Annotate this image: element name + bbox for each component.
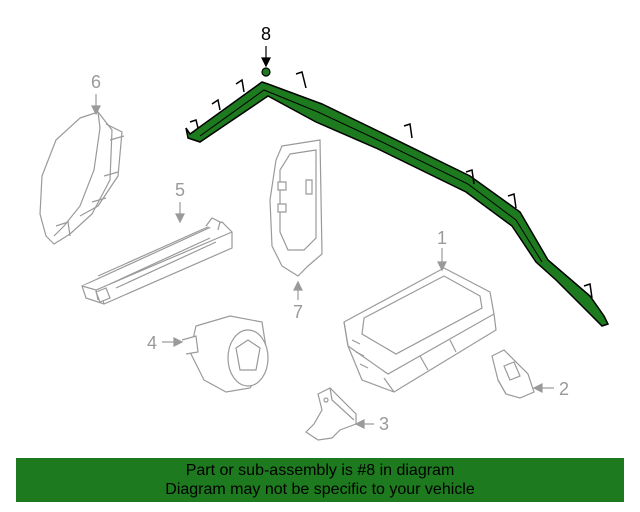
part-7-airbag-cushion[interactable] <box>269 139 323 277</box>
part-4-driver-airbag[interactable] <box>181 315 269 393</box>
part-5-knee-airbag[interactable] <box>81 217 233 305</box>
part-6-side-airbag[interactable] <box>39 111 125 245</box>
part-3-bracket[interactable] <box>305 387 357 441</box>
banner-line-2: Diagram may not be specific to your vehi… <box>165 481 475 498</box>
callout-3[interactable]: 3 <box>379 414 389 434</box>
callout-4[interactable]: 4 <box>147 333 157 353</box>
parts-diagram: 1 2 3 4 5 6 7 8 <box>39 24 610 441</box>
leader-line-8 <box>261 46 271 68</box>
callout-5[interactable]: 5 <box>175 180 185 200</box>
callout-1[interactable]: 1 <box>437 228 447 248</box>
callout-2[interactable]: 2 <box>559 379 569 399</box>
info-banner: Part or sub-assembly is #8 in diagram Di… <box>16 458 624 502</box>
part-8-curtain-airbag[interactable] <box>185 67 610 327</box>
callout-8[interactable]: 8 <box>261 24 271 44</box>
banner-line-1: Part or sub-assembly is #8 in diagram <box>185 462 455 479</box>
part-1-passenger-airbag[interactable] <box>343 267 497 393</box>
leader-lines <box>91 94 554 429</box>
callout-6[interactable]: 6 <box>91 72 101 92</box>
part-2-sensor[interactable] <box>491 349 535 399</box>
callout-7[interactable]: 7 <box>293 302 303 322</box>
